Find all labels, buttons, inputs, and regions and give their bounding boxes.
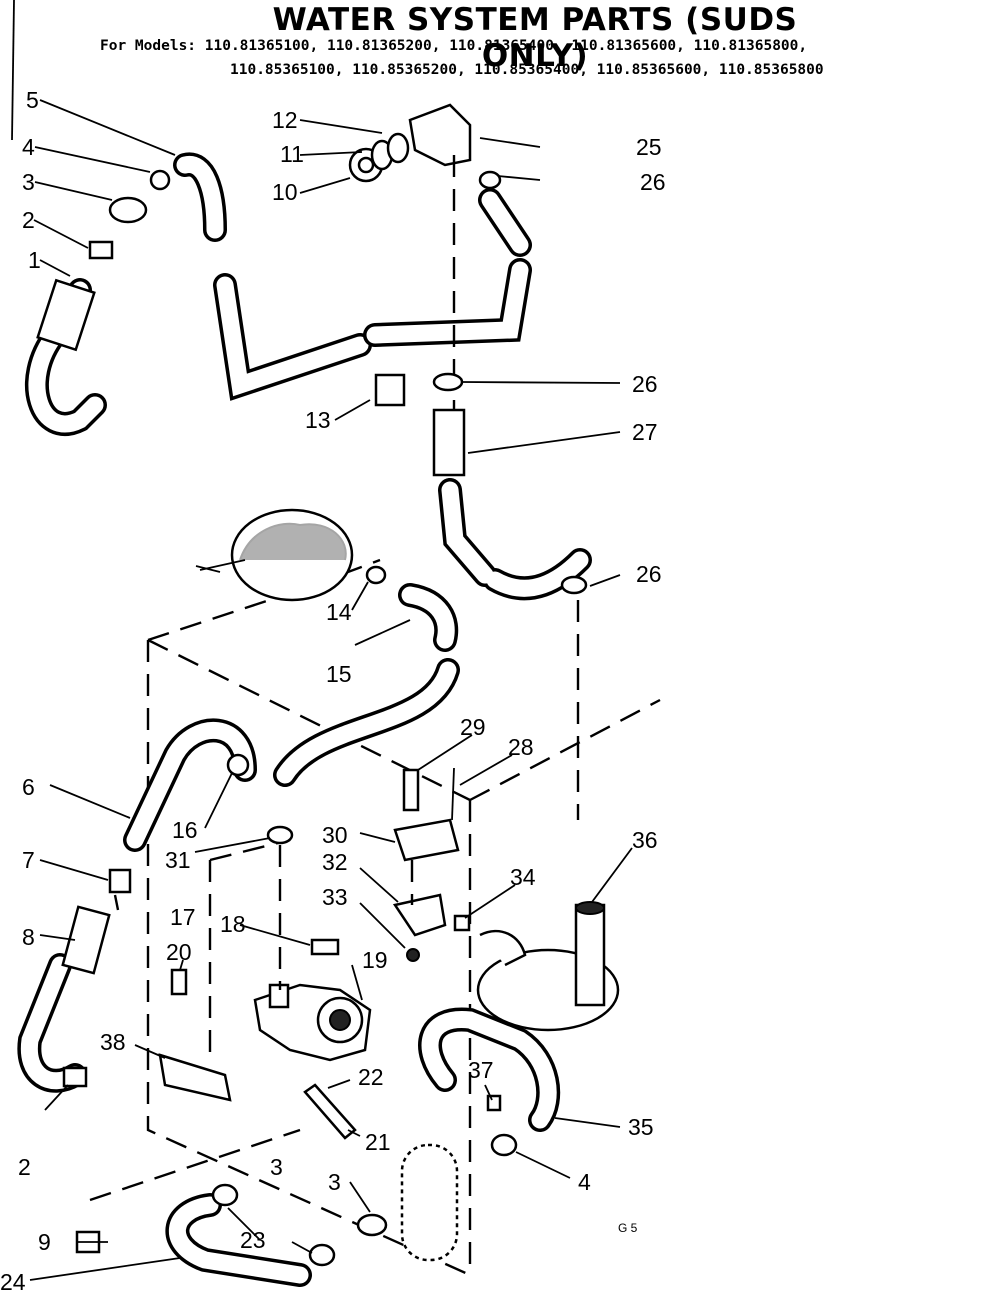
callout-20: 20	[166, 939, 192, 965]
callout-32: 32	[322, 849, 348, 875]
callout-1: 1	[28, 247, 41, 273]
callout-13: 13	[305, 407, 331, 433]
callout-29: 29	[460, 714, 486, 740]
clamp-26-top	[478, 170, 502, 190]
callout-35: 35	[628, 1114, 654, 1140]
coupling-8	[61, 905, 111, 975]
bracket-30	[393, 818, 460, 862]
hose-27-lower	[438, 478, 592, 601]
callout-37: 37	[468, 1057, 494, 1083]
callout-3: 3	[22, 169, 35, 195]
callout-2: 2	[22, 207, 35, 233]
models-line-2: 110.85365100, 110.85365200, 110.85365400…	[230, 62, 824, 78]
clamp-14	[365, 565, 387, 585]
hose-upper-main	[213, 188, 532, 401]
bracket-38	[158, 1053, 232, 1102]
callout-22: 22	[358, 1064, 384, 1090]
callout-7: 7	[22, 847, 35, 873]
clamp-31	[266, 825, 294, 845]
part-12	[386, 132, 410, 164]
valve-25	[408, 103, 472, 167]
callout-labels: 1 2 3 4 5 6 7 8 9 10 11 12 13 14 15 16 1…	[0, 87, 666, 1295]
callout-25: 25	[636, 134, 662, 160]
coupling-3	[108, 196, 148, 224]
screw-37	[486, 1094, 502, 1112]
callout-4: 4	[22, 134, 35, 160]
page-title: WATER SYSTEM PARTS (SUDS ONLY)	[272, 2, 798, 74]
leader-lines	[29, 99, 633, 1281]
callout-16: 16	[172, 817, 198, 843]
pin-29	[402, 768, 420, 812]
callout-30: 30	[322, 822, 348, 848]
clamp-4b	[490, 1133, 518, 1157]
hose-35	[418, 1007, 561, 1132]
valve-assembly-19	[253, 983, 372, 1062]
callout-11: 11	[280, 141, 304, 167]
part-18	[310, 938, 340, 956]
clamp-2	[88, 240, 114, 260]
pump-36	[476, 901, 620, 1032]
clamp-26-mid	[432, 372, 464, 392]
callout-26: 26	[640, 169, 666, 195]
callout-10: 10	[272, 179, 298, 205]
callout-34: 34	[510, 864, 536, 890]
callout-14: 14	[326, 599, 352, 625]
callout-33: 33	[322, 884, 348, 910]
nut-34	[453, 914, 471, 932]
page-border-line	[11, 0, 15, 141]
clamp-13	[374, 373, 406, 407]
bracket-32	[392, 893, 447, 937]
callout-9: 9	[38, 1229, 51, 1255]
callout-31: 31	[165, 847, 191, 873]
hose-8	[17, 953, 87, 1093]
part-21	[303, 1083, 357, 1140]
clamp-26-low	[560, 575, 588, 595]
plug-16	[226, 753, 250, 777]
callout-5: 5	[26, 87, 39, 113]
callout-26c: 26	[636, 561, 662, 587]
tube-27	[432, 408, 466, 477]
callout-4b: 4	[578, 1169, 591, 1195]
clamp-23b	[308, 1243, 336, 1267]
clamp-2b	[62, 1066, 88, 1088]
callout-15: 15	[326, 661, 352, 687]
callout-12: 12	[272, 107, 298, 133]
hose-5	[173, 152, 227, 242]
pump-motor	[195, 508, 354, 602]
clamp-7	[108, 868, 132, 894]
models-line-1: For Models: 110.81365100, 110.81365200, …	[100, 38, 808, 54]
callout-26b: 26	[632, 371, 658, 397]
callout-18: 18	[220, 911, 246, 937]
clamp-23a	[211, 1183, 239, 1207]
callout-38: 38	[100, 1029, 126, 1055]
hose-6	[123, 718, 257, 852]
callout-28: 28	[508, 734, 534, 760]
callout-3b: 3	[328, 1169, 341, 1195]
hose-15	[273, 583, 460, 787]
callout-23: 23	[240, 1227, 266, 1253]
connector-1	[36, 278, 96, 352]
coupling-3b	[356, 1213, 388, 1237]
callout-19: 19	[362, 947, 388, 973]
callout-36: 36	[632, 827, 658, 853]
pin-28	[451, 767, 455, 821]
hose-1	[25, 278, 107, 436]
corner-mark: G 5	[618, 1221, 638, 1235]
callout-6: 6	[22, 774, 35, 800]
callout-27: 27	[632, 419, 658, 445]
callout-8: 8	[22, 924, 35, 950]
drain-outline	[400, 1143, 459, 1262]
hose-24	[165, 1193, 312, 1287]
callout-17: 17	[170, 904, 196, 930]
washer-4	[149, 169, 171, 191]
nut-33	[406, 948, 420, 962]
callout-24: 24	[0, 1269, 26, 1295]
callout-2b: 2	[18, 1154, 31, 1180]
callout-3c: 3	[270, 1154, 283, 1180]
screw-20	[170, 968, 188, 996]
callout-21: 21	[365, 1129, 391, 1155]
